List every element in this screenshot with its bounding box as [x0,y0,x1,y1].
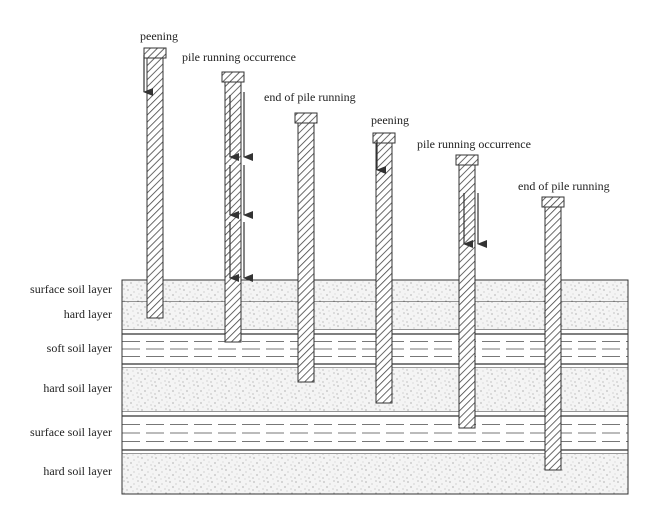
layer-labels: surface soil layer hard layer soft soil la… [30,282,112,478]
pile-shaft [544,206,562,471]
pile-label: peening [371,113,409,127]
pile-cap [541,196,565,208]
pile: pile running occurrence [417,137,531,429]
pile-cap [455,154,479,166]
layer-label: surface soil layer [30,282,112,296]
pile-shaft [146,57,164,319]
layer-label: soft soil layer [47,341,112,355]
pile-label: pile running occurrence [182,50,296,64]
pile-cap [372,132,396,144]
pile-label: end of pile running [518,179,610,193]
layer-label: hard layer [64,307,112,321]
layer-label: hard soil layer [43,464,112,478]
pile-shaft [297,122,315,383]
soil-layers [121,279,629,495]
pile-cap [294,112,318,124]
pile-shaft [375,142,393,404]
pile: peening [140,29,178,319]
pile-shaft [224,81,242,343]
pile: end of pile running [518,179,610,471]
pile: pile running occurrence [182,50,296,343]
piles: peening pile running occurrence end of pil… [140,29,610,471]
layer-label: surface soil layer [30,425,112,439]
soil-layer [122,412,628,455]
layer-label: hard soil layer [43,381,112,395]
pile: end of pile running [264,90,356,383]
pile-label: pile running occurrence [417,137,531,151]
pile-cap [221,71,245,83]
pile-label: peening [140,29,178,43]
pile-cap [143,47,167,59]
pile: peening [371,113,409,404]
soil-box-outline [121,279,629,495]
soil-layer [122,330,628,369]
pile-label: end of pile running [264,90,356,104]
pile-shaft [458,164,476,429]
